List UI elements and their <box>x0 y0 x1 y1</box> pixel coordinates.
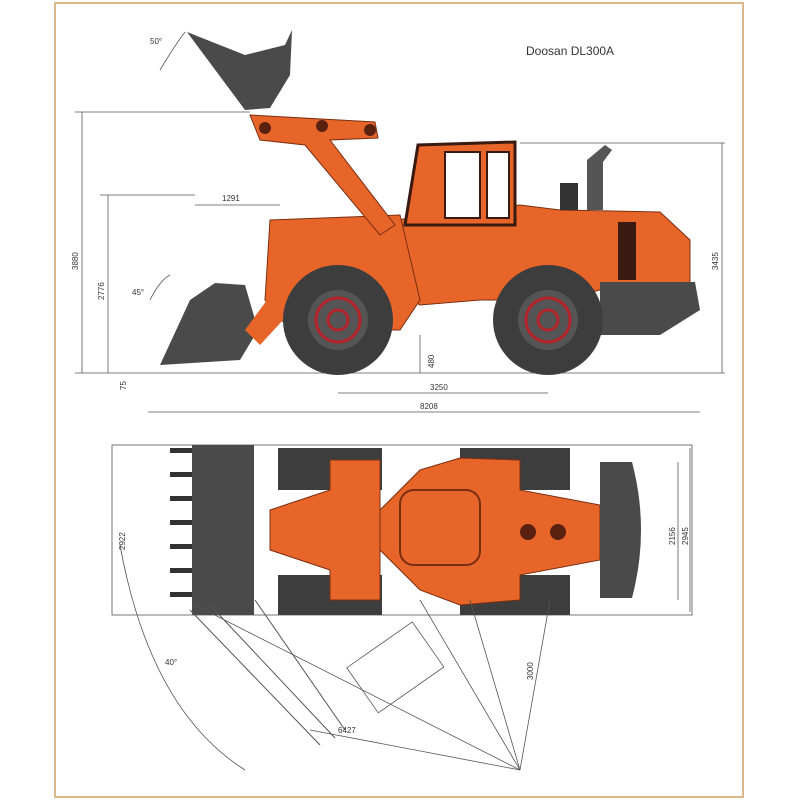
bucket-top <box>192 445 254 615</box>
ground-bucket <box>160 283 258 365</box>
lift-arm <box>249 114 396 236</box>
dump-clearance-label: 2776 <box>97 282 106 300</box>
overall-length-label: 8208 <box>420 402 438 411</box>
front-frame-top <box>269 459 381 601</box>
dump-reach-label: 1291 <box>222 194 240 203</box>
image-border <box>54 2 744 798</box>
engine-door <box>618 222 636 280</box>
front-wheel <box>283 265 393 375</box>
counterweight <box>600 282 700 335</box>
top-view: 2922 2156 2945 6427 3000 40° <box>111 444 693 771</box>
bucket-width-label: 2922 <box>118 532 127 550</box>
carry-angle-label: 45° <box>132 288 144 297</box>
dig-depth-label: 75 <box>119 381 128 390</box>
rear-wheel <box>493 265 603 375</box>
overall-width-label: 2945 <box>681 527 690 545</box>
counterweight-top <box>600 462 641 598</box>
bucket-turned <box>189 599 346 746</box>
tread-label: 2156 <box>668 527 677 545</box>
turning-radius-label: 6427 <box>338 726 356 735</box>
dump-angle-label: 50° <box>150 37 162 46</box>
air-intake <box>560 183 578 210</box>
articulation-angle-label: 40° <box>165 658 177 667</box>
cab-window-rear <box>486 151 510 219</box>
bucket-teeth <box>170 448 192 597</box>
side-view: 50° 45° 3880 2776 1291 75 480 3250 8208 … <box>71 30 725 413</box>
cab-window <box>444 151 481 219</box>
model-title: Doosan DL300A <box>526 44 615 58</box>
cab-roof <box>399 489 481 566</box>
overall-height-label: 3435 <box>711 252 720 270</box>
ground-clearance-label: 480 <box>427 354 436 368</box>
wheelbase-label: 3250 <box>430 383 448 392</box>
hinge-height-label: 3880 <box>71 252 80 270</box>
raised-bucket <box>187 30 292 110</box>
exhaust-pipe <box>587 145 612 210</box>
outer-radius-label: 3000 <box>526 662 535 680</box>
